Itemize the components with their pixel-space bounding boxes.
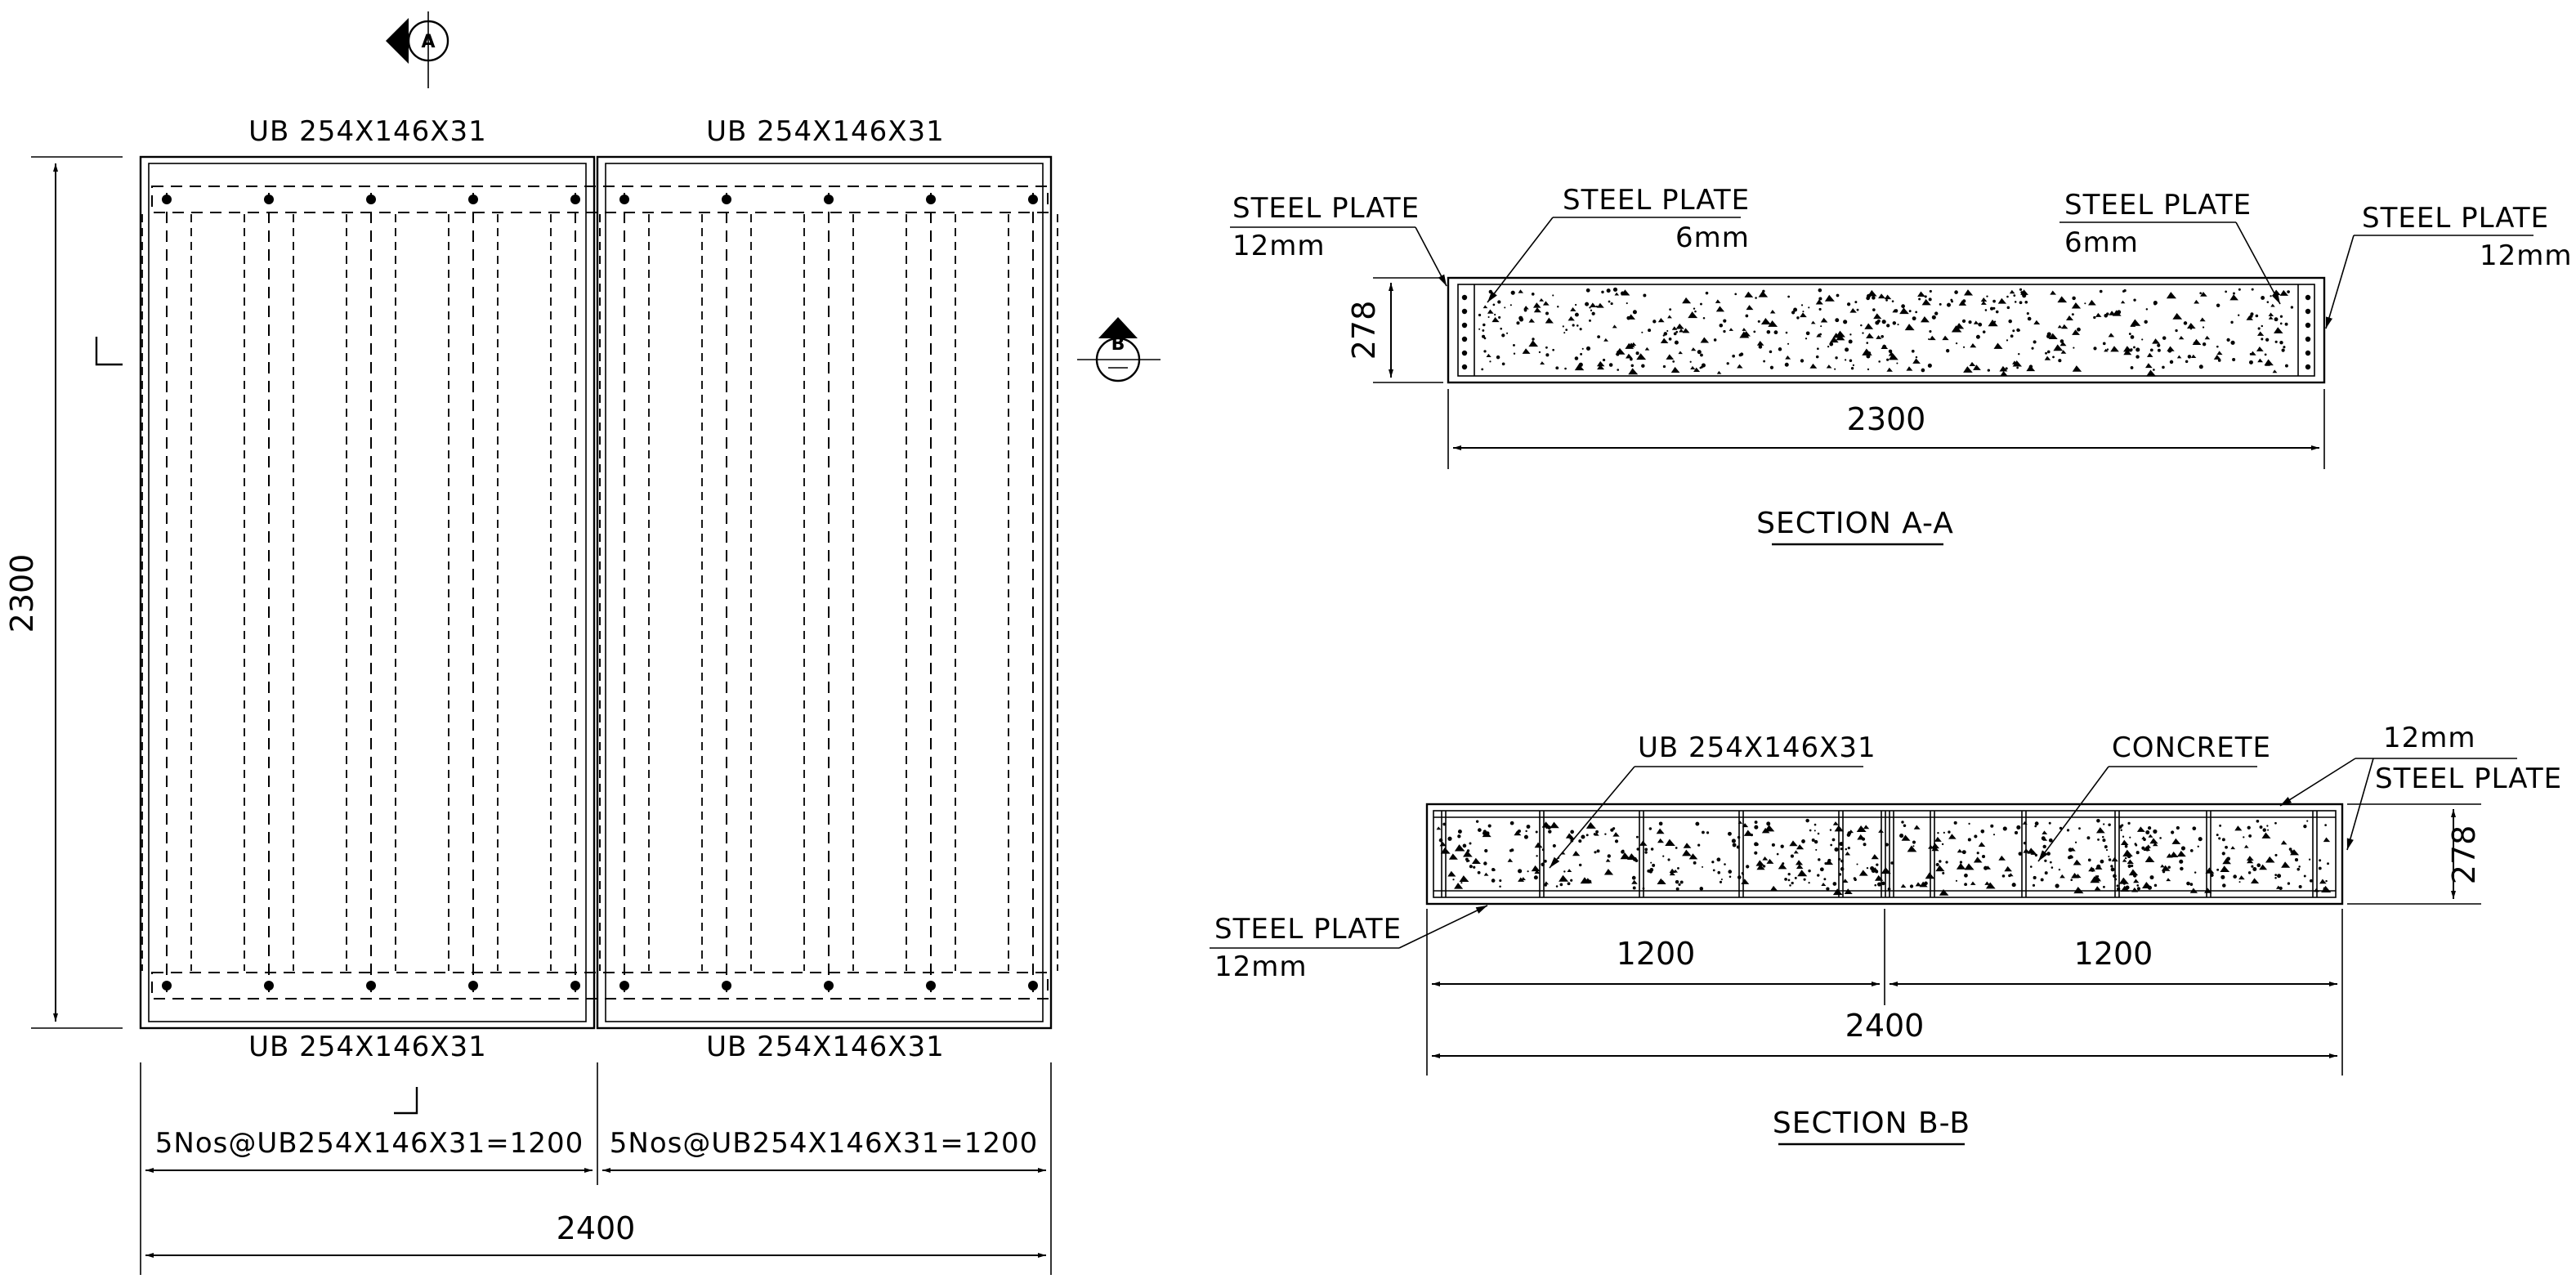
section-a-label-right-inner-size: 6mm xyxy=(2064,226,2139,259)
section-b-body xyxy=(1425,803,2344,906)
section-a-label-right-outer: STEEL PLATE xyxy=(2362,202,2549,235)
plan-beam-label-bottom-left: UB 254X146X31 xyxy=(248,1031,487,1063)
section-b-dim-height: 278 xyxy=(2446,825,2482,885)
plan-beam-label-top-left: UB 254X146X31 xyxy=(248,115,487,148)
section-b-label-plate-left: STEEL PLATE xyxy=(1214,913,1402,946)
section-b-dim-half-left: 1200 xyxy=(1617,936,1696,972)
section-a-label-left-inner-size: 6mm xyxy=(1675,221,1750,254)
plan-hidden-beams xyxy=(141,193,1058,992)
cut-mark-bottom xyxy=(394,1087,418,1115)
section-b-dim-half-right: 1200 xyxy=(2074,936,2153,972)
plan-dim-height: 2300 xyxy=(4,554,40,633)
section-b-label-beam: UB 254X146X31 xyxy=(1638,731,1876,764)
plan-beam-label-bottom-right: UB 254X146X31 xyxy=(706,1031,945,1063)
section-a-label-right-outer-size: 12mm xyxy=(2480,239,2573,272)
section-marker-b: B xyxy=(1077,317,1161,382)
section-a-body xyxy=(1447,276,2326,384)
plan-spacing-right: 5Nos@UB254X146X31=1200 xyxy=(610,1127,1038,1160)
section-a-bolts xyxy=(1461,294,2311,370)
plan-beam-label-top-right: UB 254X146X31 xyxy=(706,115,945,148)
plan-view: UB 254X146X31 UB 254X146X31 UB 254X146X3… xyxy=(4,11,1161,1275)
section-a-label-right-inner: STEEL PLATE xyxy=(2064,189,2252,221)
section-marker-a: A xyxy=(386,11,449,88)
svg-text:A: A xyxy=(421,32,435,52)
section-b-label-concrete: CONCRETE xyxy=(2112,731,2271,764)
section-b-label-plate-right-size: 12mm xyxy=(2383,722,2476,754)
plan-panel-right xyxy=(596,155,1053,1030)
section-b-dim-total: 2400 xyxy=(1845,1008,1925,1044)
plan-dim-width: 2400 xyxy=(557,1210,636,1246)
section-b-concrete-fill xyxy=(1436,818,2332,896)
section-a-concrete-fill xyxy=(1478,287,2294,377)
svg-text:B: B xyxy=(1111,334,1125,355)
section-a-dim-width: 2300 xyxy=(1847,401,1926,437)
section-b-label-plate-right: STEEL PLATE xyxy=(2375,763,2562,795)
section-b-label-plate-left-size: 12mm xyxy=(1214,950,1308,983)
section-a-title: SECTION A-A xyxy=(1756,507,1954,540)
section-a-label-left-outer-size: 12mm xyxy=(1232,230,1326,262)
section-a-view: STEEL PLATE 12mm STEEL PLATE 6mm STEEL P… xyxy=(1230,184,2573,546)
section-a-label-left-inner: STEEL PLATE xyxy=(1563,184,1750,217)
plan-panel-left xyxy=(139,155,596,1030)
plan-spacing-left: 5Nos@UB254X146X31=1200 xyxy=(155,1127,584,1160)
section-b-title: SECTION B-B xyxy=(1773,1107,1970,1140)
section-b-view: UB 254X146X31 CONCRETE 12mm STEEL PLATE … xyxy=(1210,722,2562,1146)
cut-mark-top-left xyxy=(95,337,123,366)
section-a-label-left-outer: STEEL PLATE xyxy=(1232,192,1420,225)
section-a-dim-height: 278 xyxy=(1346,301,1382,360)
